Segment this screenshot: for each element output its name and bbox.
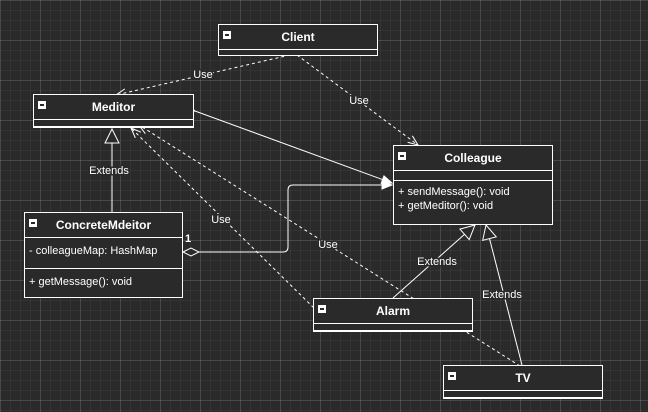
edge-alarm-meditor[interactable]: Use bbox=[131, 128, 319, 313]
edge-concrete-extends-meditor[interactable]: Extends bbox=[88, 129, 131, 212]
attributes-section bbox=[394, 171, 552, 181]
collapse-toggle-icon[interactable] bbox=[448, 372, 456, 380]
class-header: Client bbox=[219, 25, 377, 50]
class-concrete-mdeitor[interactable]: ConcreteMdeitor - colleagueMap: HashMap … bbox=[24, 212, 183, 298]
edge-client-colleague[interactable]: Use bbox=[296, 54, 418, 145]
class-alarm[interactable]: Alarm bbox=[313, 298, 473, 332]
class-colleague[interactable]: Colleague + sendMessage(): void + getMed… bbox=[393, 145, 553, 225]
class-name: ConcreteMdeitor bbox=[55, 218, 152, 232]
collapse-toggle-icon[interactable] bbox=[29, 219, 37, 227]
edge-label: Extends bbox=[417, 256, 457, 268]
operations-section bbox=[444, 398, 602, 401]
operations-section: + sendMessage(): void + getMeditor(): vo… bbox=[394, 181, 552, 219]
class-name: Colleague bbox=[444, 151, 502, 165]
attributes-section bbox=[34, 120, 193, 127]
operation-get-meditor[interactable]: + getMeditor(): void bbox=[398, 200, 494, 212]
class-header: Meditor bbox=[34, 95, 193, 120]
attributes-section bbox=[314, 324, 472, 331]
class-meditor[interactable]: Meditor bbox=[33, 94, 194, 128]
operations-section: + getMessage(): void bbox=[25, 269, 182, 295]
collapse-toggle-icon[interactable] bbox=[318, 305, 326, 313]
attributes-section: - colleagueMap: HashMap bbox=[25, 238, 182, 269]
collapse-toggle-icon[interactable] bbox=[398, 152, 406, 160]
class-header: Alarm bbox=[314, 299, 472, 324]
edge-client-meditor[interactable]: Use bbox=[116, 54, 291, 95]
collapse-toggle-icon[interactable] bbox=[223, 31, 231, 39]
class-header: ConcreteMdeitor bbox=[25, 213, 182, 238]
attributes-section bbox=[444, 391, 602, 398]
operation-get-message[interactable]: + getMessage(): void bbox=[29, 276, 133, 288]
edge-label: Extends bbox=[89, 165, 129, 177]
edge-tv-meditor[interactable]: Use bbox=[139, 125, 521, 367]
class-tv[interactable]: TV bbox=[443, 365, 603, 399]
attribute-colleague-map[interactable]: - colleagueMap: HashMap bbox=[29, 245, 158, 257]
class-name: Client bbox=[281, 30, 315, 44]
edge-meditor-colleague[interactable] bbox=[195, 111, 392, 183]
multiplicity-label: 1 bbox=[185, 233, 192, 245]
class-header: TV bbox=[444, 366, 602, 391]
edge-concrete-colleague[interactable] bbox=[183, 185, 392, 252]
edge-label: Use bbox=[193, 69, 213, 81]
class-name: TV bbox=[515, 371, 531, 385]
operations-section bbox=[34, 127, 193, 130]
class-client[interactable]: Client bbox=[218, 24, 378, 56]
edge-label: Use bbox=[318, 239, 338, 251]
operations-section bbox=[314, 331, 472, 334]
class-name: Meditor bbox=[91, 100, 136, 114]
class-name: Alarm bbox=[375, 304, 410, 318]
attributes-section bbox=[219, 50, 377, 56]
edge-label: Use bbox=[349, 95, 369, 107]
edge-label: Extends bbox=[482, 289, 522, 301]
operation-send-message[interactable]: + sendMessage(): void bbox=[398, 186, 510, 198]
edge-alarm-extends-colleague[interactable]: Extends bbox=[392, 225, 475, 299]
class-header: Colleague bbox=[394, 146, 552, 171]
collapse-toggle-icon[interactable] bbox=[38, 101, 46, 109]
edge-tv-extends-colleague[interactable]: Extends bbox=[481, 225, 524, 366]
edge-label: Use bbox=[211, 214, 231, 226]
